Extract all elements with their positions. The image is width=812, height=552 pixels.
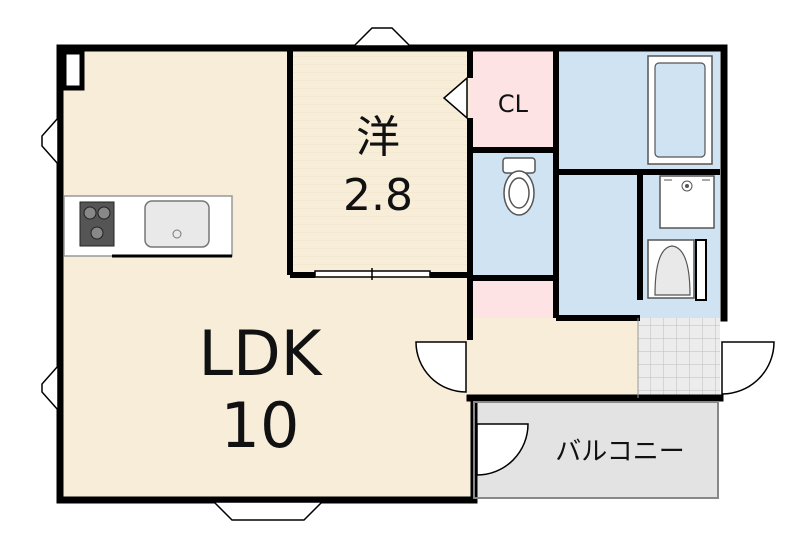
washing-machine-icon	[659, 175, 715, 229]
toilet-icon	[502, 157, 536, 216]
walls	[56, 44, 728, 504]
closet-floor	[470, 50, 556, 148]
bathtub-icon	[647, 55, 713, 165]
sliding-door	[314, 268, 431, 280]
western-room-size: 2.8	[343, 170, 413, 221]
entrance-floor	[638, 318, 720, 398]
balcony-label: バルコニー	[555, 437, 684, 467]
balcony-rail	[473, 401, 719, 499]
corner-post	[61, 49, 85, 91]
window-markers	[41, 27, 412, 521]
western-room-label: 洋	[356, 112, 400, 163]
sink-icon	[144, 200, 210, 248]
closet-label: CL	[498, 90, 529, 118]
storage-floor	[470, 276, 556, 318]
hall-floor	[470, 318, 638, 398]
interior-walls	[287, 48, 720, 340]
door-swings	[415, 76, 775, 476]
kitchen-counter	[63, 195, 233, 258]
ldk-label: LDK	[199, 317, 323, 390]
western-room-floor	[290, 50, 478, 275]
ldk-size: 10	[221, 389, 300, 462]
wash-basin-icon	[647, 239, 707, 301]
